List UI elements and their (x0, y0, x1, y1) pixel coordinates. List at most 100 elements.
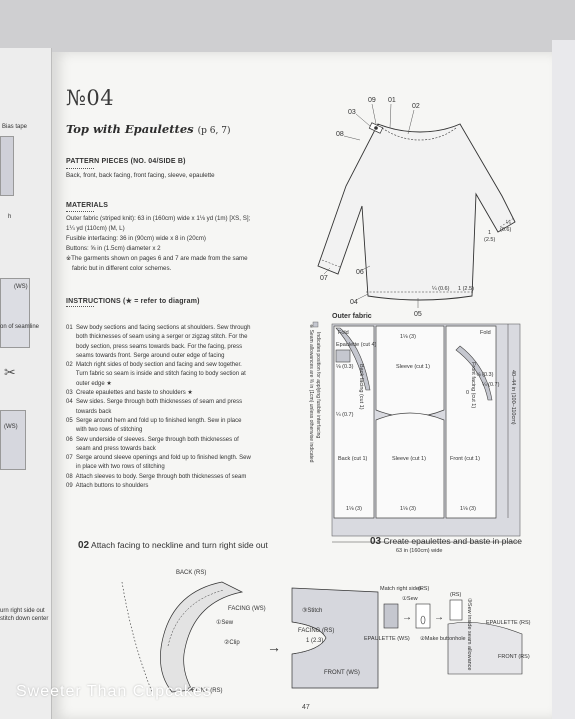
callout-label: 01 (388, 97, 396, 104)
layout-label: Front facing (cut 1) (470, 362, 476, 408)
fabric-layout-diagram: Outer fabric ※ Seam allowances are ⅜ in … (308, 313, 521, 554)
pattern-title: Top with Epaulettes (p 6, 7) (66, 122, 230, 136)
divider (66, 168, 94, 169)
measure-label: 1 (2.5) (458, 286, 474, 292)
epaulette-shape (383, 603, 399, 629)
figure-label: FRONT (RS) (498, 654, 530, 660)
layout-label: 1⅛ (3) (400, 334, 416, 340)
divider (66, 306, 94, 307)
callout-label: 06 (356, 269, 364, 276)
scissors-icon: ✂ (4, 364, 16, 380)
instruction-step: 02 Match right sides of body section and… (66, 362, 242, 369)
side-note: Indicates position for applying fusible … (315, 332, 321, 438)
callout-label: 02 (412, 103, 420, 110)
instruction-step: in place with two rows of stitching (66, 464, 165, 471)
front-piece (445, 325, 497, 519)
left-fragment: h (8, 214, 12, 220)
layout-label: Fold (480, 330, 491, 336)
figure-label: ②Clip (224, 639, 240, 646)
left-fragment: urn right side out (0, 608, 45, 614)
materials-line: 1¼ yd (110cm) (M, L) (66, 225, 125, 232)
figure-03-text: Create epaulettes and baste in place (383, 536, 522, 546)
garment-outline (317, 123, 516, 301)
layout-label: Epaulette (cut 4) (336, 342, 377, 348)
figure-label: EPAULETTE (WS) (364, 636, 410, 642)
left-fragment: stitch down center (0, 616, 49, 622)
instruction-step: 05 Serge around hem and fold up to finis… (66, 417, 242, 424)
layout-title: Outer fabric (332, 313, 372, 320)
instruction-step: 03 Create epaulettes and baste to should… (66, 390, 193, 397)
materials-line: Fusible interfacing: 36 in (90cm) wide x… (66, 235, 206, 242)
layout-label: Sleeve (cut 1) (392, 456, 426, 462)
layout-label: ⅛ (0.3) (476, 372, 494, 378)
measure-label: (0.6) (500, 227, 511, 233)
left-fragment: on of seamline (0, 324, 40, 330)
title-pages: (p 6, 7) (197, 126, 231, 136)
layout-label: Back (cut 1) (338, 456, 368, 462)
stitch-line (291, 621, 327, 655)
book-page: №04 Top with Epaulettes (p 6, 7) PATTERN… (52, 52, 552, 719)
figure-label: FACING (RS) (298, 628, 334, 634)
epaulette-piece (335, 349, 351, 363)
width-label: 63 in (160cm) wide (396, 548, 442, 554)
left-page: Bias tape h (WS) on of seamline ✂ (WS) u… (0, 48, 52, 719)
callout-label: 05 (414, 311, 422, 318)
instruction-step: 01 Sew body sections and facing sections… (66, 325, 251, 331)
materials-line: Buttons: ⅝ in (1.5cm) diameter x 2 (66, 245, 161, 252)
watermark: Sweeter Than Cupcakes (16, 683, 212, 700)
front-facing-piece (455, 345, 493, 401)
figure-03-diagram: → → Match right sides (RS) ①Sew EPAULETT… (364, 586, 531, 675)
instruction-step: 04 Sew sides. Serge through both thickne… (66, 399, 243, 406)
callout-label: 07 (320, 275, 328, 282)
pattern-pieces-heading: PATTERN PIECES (NO. 04/SIDE B) (66, 158, 186, 165)
garment-diagram: 09 01 02 03 08 07 06 04 05 ¼ (0.6) 1 (2.… (317, 97, 516, 318)
left-fragment: Bias tape (2, 124, 28, 130)
figure-label: ①Sew (216, 619, 234, 626)
figure-label: Match right sides (380, 586, 422, 592)
instruction-step: 07 Serge around sleeve openings and fold… (66, 455, 251, 462)
instruction-step: 08 Attach sleeves to body. Serge through… (66, 473, 247, 480)
figure-label: BACK (RS) (176, 570, 206, 576)
left-diagram-piece (0, 278, 30, 348)
figure-label: ③Sew inside seam allowance (466, 598, 473, 671)
materials-heading: MATERIALS (66, 202, 109, 209)
layout-label: Back facing (cut 1) (358, 364, 364, 410)
instruction-step: seam and press towards back (66, 445, 156, 452)
pattern-number: №04 (66, 86, 115, 110)
figure-label: FRONT (WS) (324, 670, 360, 676)
layout-label: Fold (338, 330, 349, 336)
sleeve-piece-bottom (375, 412, 445, 519)
arrow-icon: → (434, 612, 444, 623)
measure-label: ¼ (506, 220, 511, 226)
epaulette-shape (449, 599, 463, 621)
figure-label: FRONT (RS) (188, 688, 223, 694)
layout-label: ¼ (0.7) (336, 412, 354, 418)
figure-03-title: 03 Create epaulettes and baste in place (370, 536, 522, 547)
figure-02-title: 02 Attach facing to neckline and turn ri… (78, 540, 268, 551)
figure-02-diagram: → BACK (RS) FACING (WS) ①Sew ②Clip ③Stit… (121, 570, 379, 694)
height-label: 40–44 in (100–110cm) (510, 370, 516, 425)
next-page-edge (552, 40, 575, 719)
figure-02-number: 02 (78, 540, 90, 551)
front-shape (447, 622, 523, 675)
interfacing-swatch (312, 321, 319, 328)
title-text: Top with Epaulettes (66, 122, 194, 136)
instruction-step: with two rows of stitching (66, 427, 143, 434)
divider (66, 211, 94, 212)
layout-label: 0 (466, 390, 469, 396)
figure-label: 1 (2.3) (306, 638, 323, 644)
measure-label: ¼ (0.6) (432, 286, 450, 292)
instruction-step: both thicknesses of seam using a serger … (66, 334, 248, 341)
figure-label: (RS) (450, 592, 461, 598)
materials-line: ※The garments shown on pages 6 and 7 are… (66, 255, 248, 262)
instruction-step: 09 Attach buttons to shoulders (66, 483, 149, 490)
figure-label: ③Stitch (302, 607, 322, 614)
pattern-pieces-text: Back, front, back facing, front facing, … (66, 172, 215, 179)
instruction-step: Turn fabric so seam is inside and stitch… (66, 371, 246, 378)
instruction-step: 06 Sew underside of sleeves. Serge throu… (66, 436, 239, 443)
layout-label: 1⅛ (3) (400, 506, 416, 512)
instruction-step: body section, press seams towards back. … (66, 343, 243, 350)
button-icon (374, 126, 378, 130)
instructions-heading: INSTRUCTIONS (★ = refer to diagram) (66, 298, 200, 305)
callout-label: 04 (350, 299, 358, 306)
